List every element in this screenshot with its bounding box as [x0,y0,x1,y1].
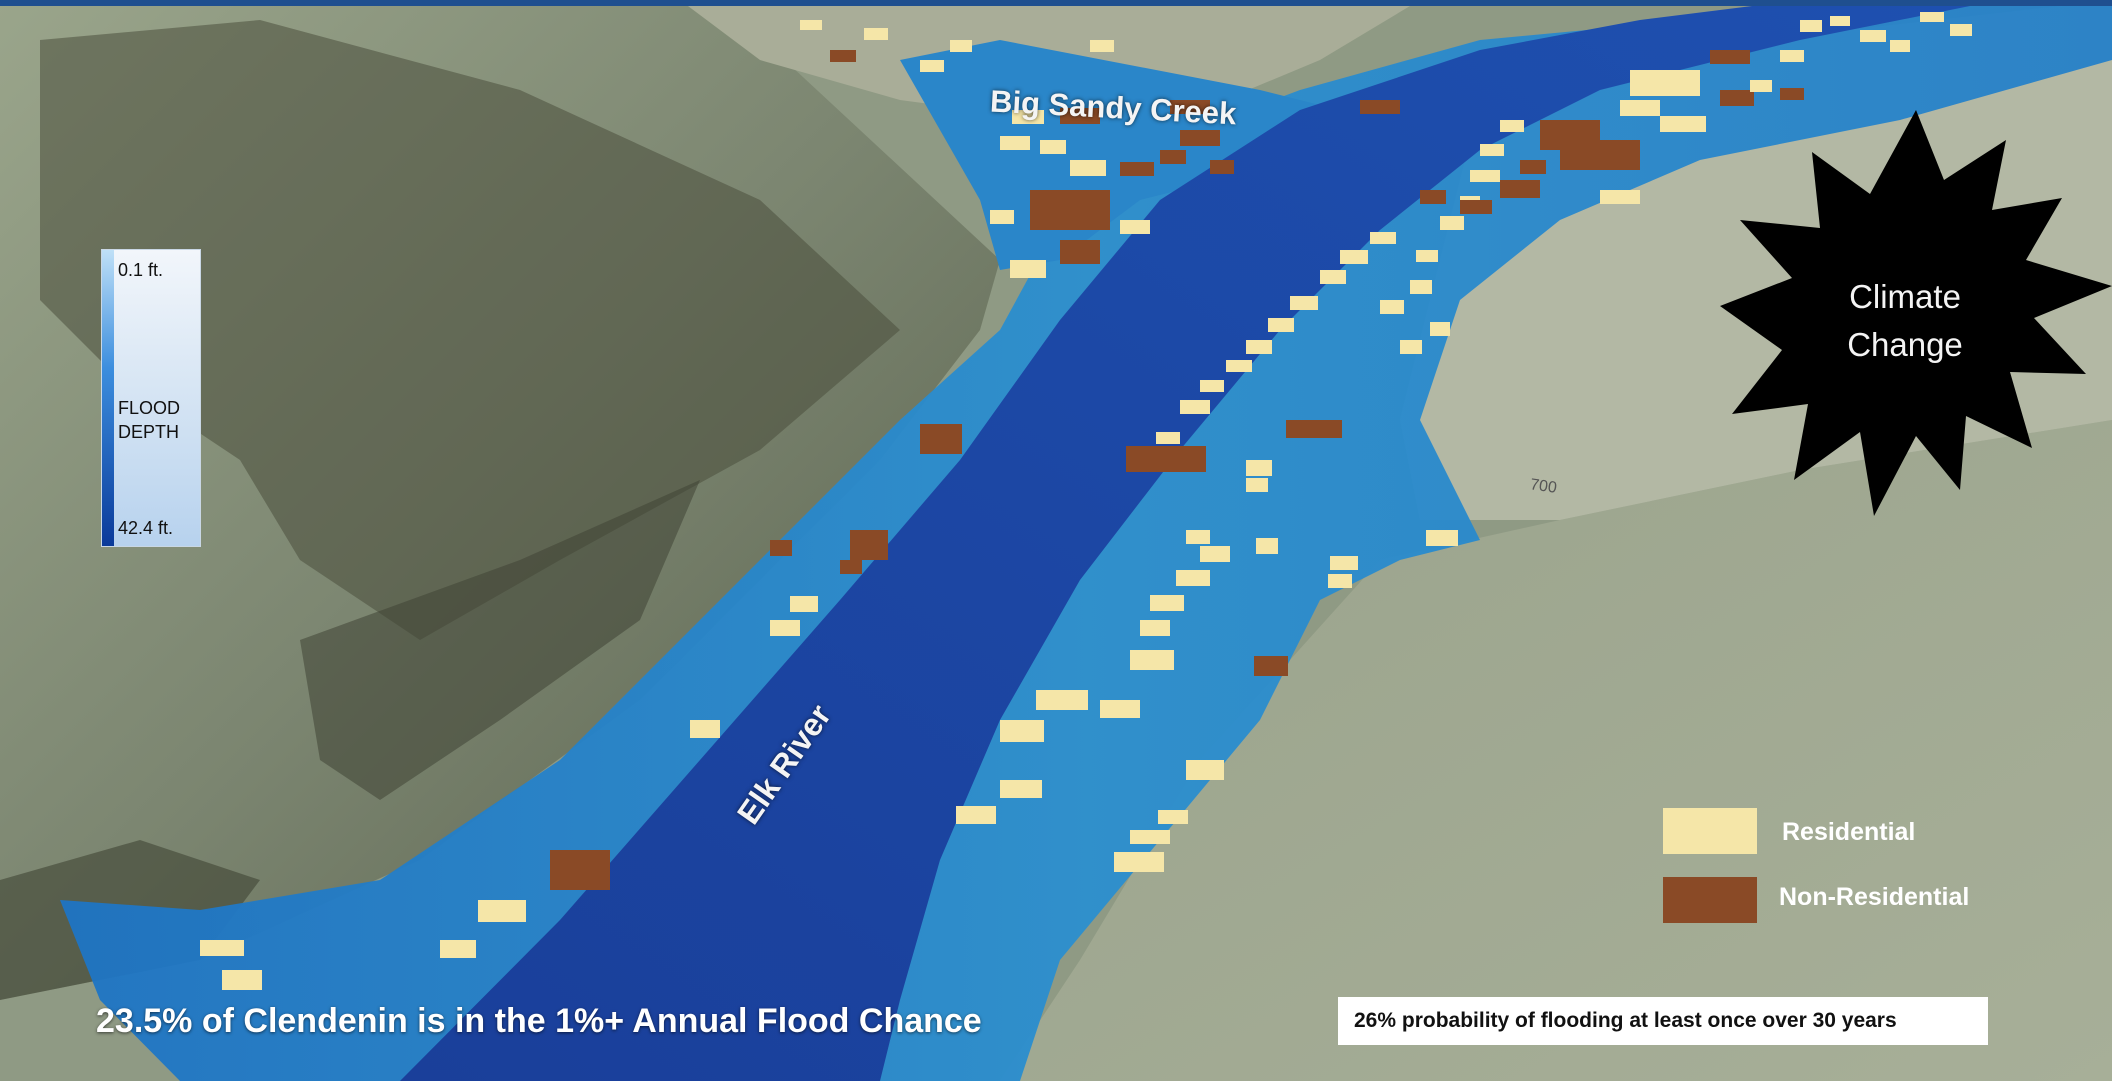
starburst-shape [1720,110,2112,516]
callout-line2: Change [1847,326,1963,363]
depth-color-ramp [102,250,114,546]
flood-depth-legend: 0.1 ft. FLOOD DEPTH 42.4 ft. [101,249,201,547]
residential-label: Residential [1782,818,1916,846]
depth-legend-title-1: FLOOD [118,398,181,418]
river-channel [400,0,2000,1081]
flood-chance-headline: 23.5% of Clendenin is in the 1%+ Annual … [96,1002,982,1040]
contour-label: 700 [1529,476,1558,497]
depth-legend-min: 0.1 ft. [118,260,164,280]
depth-legend-title-2: DEPTH [118,422,180,442]
callout-line1: Climate [1849,278,1961,315]
right-hills [1000,420,2112,1081]
probability-note: 26% probability of flooding at least onc… [1338,997,1988,1045]
depth-legend-max: 42.4 ft. [118,518,174,538]
top-accent-bar [0,0,2112,6]
non-residential-label: Non-Residential [1779,883,1970,911]
residential-swatch [1663,808,1757,854]
buildings [200,12,1972,990]
climate-change-starburst [1720,110,2112,516]
non-residential-swatch [1663,877,1757,923]
